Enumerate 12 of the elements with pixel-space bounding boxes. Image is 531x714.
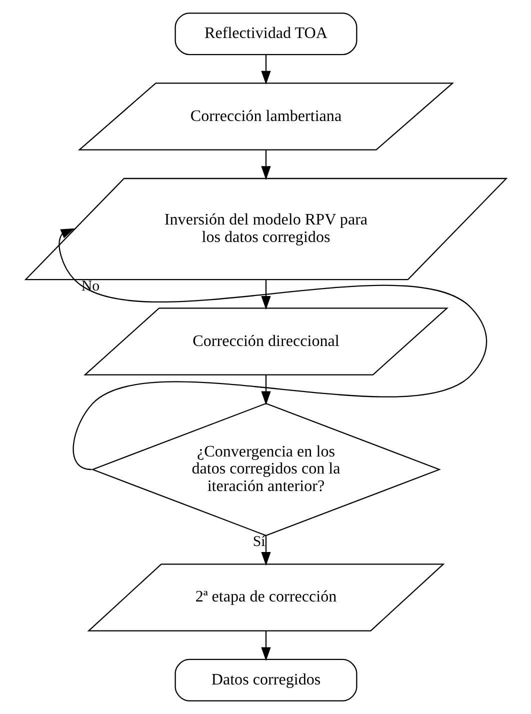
arrow — [260, 630, 270, 661]
arrow — [58, 228, 487, 470]
arrow — [260, 536, 270, 566]
node-diamond: ¿Convergencia en los datos corregidos con la iteración anterior? — [90, 402, 440, 536]
arrow — [260, 280, 270, 310]
edge-label: Sí — [252, 534, 265, 550]
arrow — [260, 54, 270, 85]
edge-label: No — [80, 278, 100, 295]
arrow — [260, 150, 270, 180]
arrow — [260, 375, 270, 406]
node-box: Datos corregidos — [174, 658, 357, 702]
node-box: Reflectividad TOA — [174, 12, 357, 56]
